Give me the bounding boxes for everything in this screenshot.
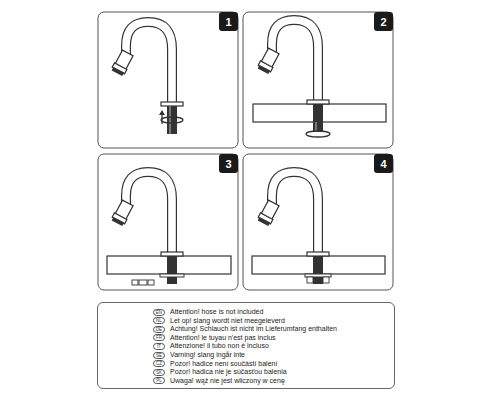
warning-text: Attention! hose is not included bbox=[170, 308, 263, 316]
warning-text: Uwaga! wąż nie jest wliczony w cenę bbox=[170, 377, 285, 385]
language-code: SK bbox=[153, 369, 165, 376]
language-code-text: CZ bbox=[156, 361, 162, 366]
step-number-badge: 4 bbox=[374, 154, 393, 173]
language-code-text: IT bbox=[157, 344, 161, 349]
language-code-text: EN bbox=[156, 310, 162, 315]
language-code-text: SE bbox=[156, 353, 162, 358]
language-code: PL bbox=[153, 377, 165, 384]
language-code: CZ bbox=[153, 360, 165, 367]
language-code-text: PL bbox=[156, 378, 162, 383]
warning-text: Varning! slang ingår inte bbox=[170, 351, 245, 359]
language-code-text: FR bbox=[156, 335, 162, 340]
language-code: EN bbox=[153, 309, 165, 316]
warning-text: Pozor! hadica nie je súčasťou balenia bbox=[170, 368, 287, 376]
step-number: 4 bbox=[380, 158, 386, 170]
language-code: SE bbox=[153, 352, 165, 359]
warning-text: Let op! slang wordt niet meegeleverd bbox=[170, 317, 285, 325]
warning-box: Attention! hose is not includedLet op! s… bbox=[97, 302, 395, 389]
language-code: DE bbox=[153, 326, 165, 333]
step-number: 2 bbox=[380, 16, 386, 28]
step-number: 1 bbox=[225, 16, 231, 28]
warning-text: Attention! le tuyau n'est pas inclus bbox=[170, 334, 276, 342]
language-code-text: NL bbox=[156, 318, 162, 323]
language-code: NL bbox=[153, 317, 165, 324]
step-number: 3 bbox=[225, 158, 231, 170]
warning-text: Pozor! hadice není součástí balení bbox=[170, 360, 277, 368]
language-code-text: SK bbox=[156, 370, 162, 375]
step-number-badge: 1 bbox=[219, 12, 238, 31]
language-code: FR bbox=[153, 334, 165, 341]
step-number-badge: 3 bbox=[219, 154, 238, 173]
language-code: IT bbox=[153, 343, 165, 350]
warning-text: Achtung! Schlauch ist nicht im Lieferumf… bbox=[170, 325, 337, 333]
step-number-badge: 2 bbox=[374, 12, 393, 31]
language-code-text: DE bbox=[156, 327, 162, 332]
warning-text: Attenzione! il tubo non è incluso bbox=[170, 342, 269, 350]
